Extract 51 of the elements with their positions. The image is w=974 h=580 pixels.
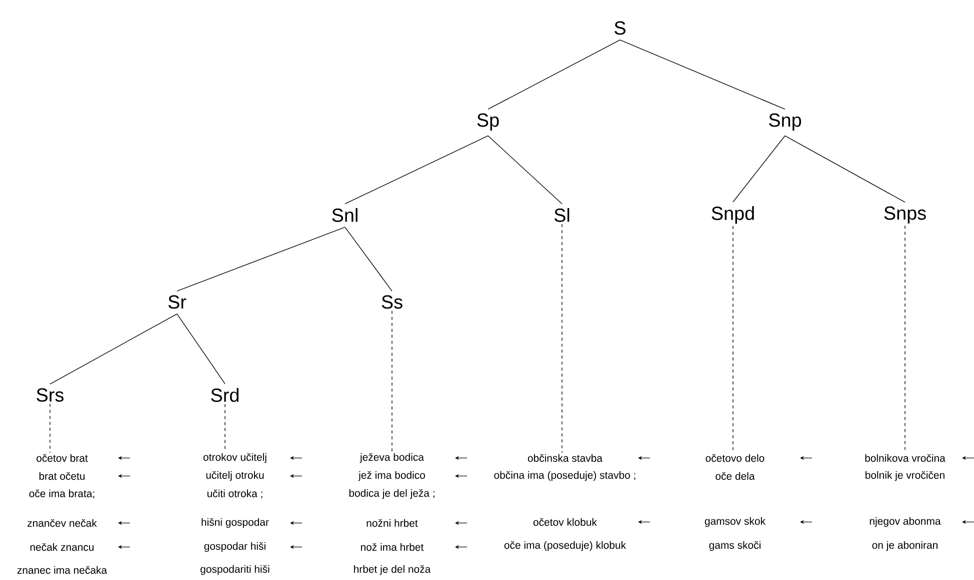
- example-phrase: gams skoči: [709, 541, 760, 551]
- example-phrase: bolnik je vročičen: [866, 471, 944, 481]
- example-phrase: otrokov učitelj: [203, 453, 266, 463]
- branch-line: [344, 135, 488, 204]
- example-phrase: nož ima hrbet: [361, 543, 424, 551]
- example-phrase: očetov brat: [36, 454, 88, 462]
- branch-line: [488, 40, 620, 110]
- branch-line: [620, 40, 786, 110]
- example-phrase: občina ima (poseduje) stavbo ;: [494, 471, 636, 481]
- example-phrase: jež ima bodico: [358, 471, 425, 481]
- example-phrase: gamsov skok: [704, 517, 766, 527]
- example-phrase: brat očetu: [39, 472, 85, 480]
- branch-line: [176, 314, 226, 384]
- example-phrase: nožni hrbet: [366, 519, 418, 527]
- node-label: Snp: [769, 113, 802, 131]
- example-phrase: znanec ima nečaka: [17, 566, 108, 574]
- example-phrase: očetov klobuk: [533, 518, 597, 526]
- example-phrase: hrbet je del noža: [354, 565, 431, 575]
- branch-line: [732, 135, 786, 202]
- node-label: S: [614, 21, 626, 35]
- branch-line: [50, 314, 178, 384]
- example-phrase: učiti otroka ;: [207, 490, 262, 498]
- branch-line: [488, 135, 562, 204]
- node-label: Snps: [884, 206, 926, 224]
- example-phrase: oče ima brata;: [29, 490, 94, 498]
- node-label: Srd: [211, 388, 238, 402]
- node-label: Snpd: [712, 206, 754, 224]
- example-phrase: očetovo delo: [706, 454, 764, 462]
- example-phrase: njegov abonma: [870, 517, 941, 527]
- example-phrase: oče ima (poseduje) klobuk: [504, 541, 626, 551]
- example-phrase: ježeva bodica: [360, 453, 424, 463]
- example-phrase: oče dela: [716, 472, 755, 480]
- node-label: Srs: [36, 388, 64, 402]
- node-label: Sl: [554, 208, 570, 222]
- example-phrase: občinska stavba: [528, 454, 602, 462]
- example-phrase: bolnikova vročina: [865, 454, 946, 462]
- example-phrase: učitelj otroku: [206, 471, 264, 481]
- example-phrase: nečak znancu: [30, 543, 94, 551]
- branch-line: [784, 135, 906, 203]
- example-phrase: znančev nečak: [28, 519, 97, 527]
- example-phrase: on je aboniran: [872, 541, 938, 551]
- example-phrase: gospodariti hiši: [200, 565, 270, 575]
- branch-line: [176, 226, 346, 292]
- node-label: Sr: [168, 295, 186, 309]
- example-phrase: bodica je del ježa ;: [349, 489, 434, 499]
- node-label: Sp: [477, 113, 499, 131]
- example-phrase: hišni gospodar: [202, 518, 269, 528]
- example-phrase: gospodar hiši: [204, 542, 266, 552]
- node-label: Ss: [382, 295, 402, 309]
- node-label: Snl: [332, 208, 358, 222]
- branch-line: [344, 226, 392, 292]
